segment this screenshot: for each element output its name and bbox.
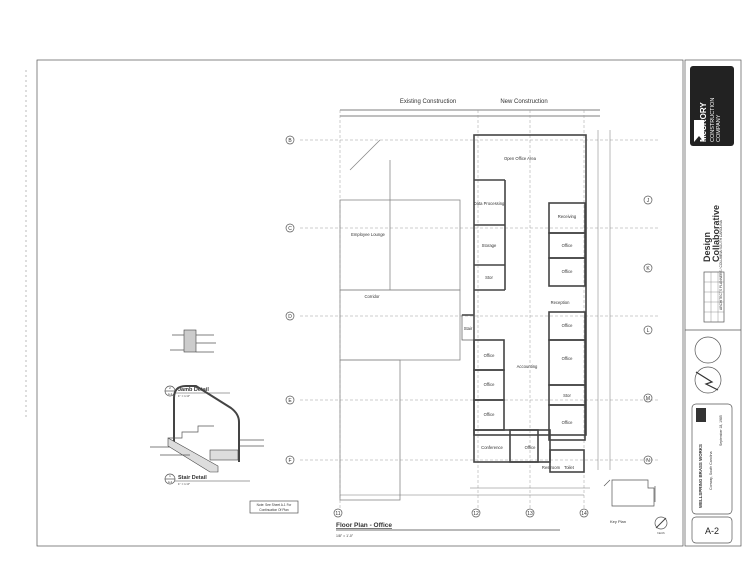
room-office: Office [484, 353, 496, 358]
room-toilet: Toilet [564, 465, 575, 470]
seal-1 [694, 336, 722, 364]
svg-text:Continuation Of Plan: Continuation Of Plan [259, 508, 289, 512]
grid-bubbles-left: B C D E F [285, 135, 295, 465]
svg-text:1" = 1'-0": 1" = 1'-0" [178, 394, 190, 398]
existing-walls [339, 139, 461, 501]
svg-text:2: 2 [169, 386, 171, 390]
new-walls [461, 134, 587, 473]
svg-text:13: 13 [527, 511, 533, 517]
room-office: Office [484, 382, 496, 387]
sheet-border [36, 59, 684, 547]
room-stor: Stor [485, 275, 493, 280]
room-restroom: Restroom [542, 465, 561, 470]
sheet-number: A-2 [705, 526, 719, 536]
title-block: McCRORY CONSTRUCTION COMPANY Design Coll… [685, 66, 741, 544]
architect-name: Design [702, 232, 712, 262]
title-block-frame [684, 59, 742, 547]
architect-subtitle: ARCHITECTS PLANNERS / COLUMBIA SOUTH CAR… [719, 219, 723, 310]
stair-detail: 1 A-2 Stair Detail 1" = 1'-0" [150, 385, 264, 486]
new-construction-label: New Construction [500, 99, 547, 105]
svg-text:COMPANY: COMPANY [716, 114, 722, 142]
svg-text:North: North [657, 531, 665, 535]
room-office: Office [562, 243, 574, 248]
svg-text:1" = 1'-0": 1" = 1'-0" [178, 482, 190, 486]
project-name: WELLSPRING BRASS WORKS [698, 444, 703, 508]
room-data-processing: Data Processing [474, 201, 505, 206]
svg-text:CONSTRUCTION: CONSTRUCTION [710, 98, 716, 142]
svg-text:Note: See Sheet A-1 For: Note: See Sheet A-1 For [257, 503, 293, 507]
svg-text:D: D [288, 314, 292, 320]
svg-text:L: L [647, 328, 650, 334]
jamb-detail-title: Jamb Detail [178, 387, 209, 393]
grid-bubbles-bottom: 11 12 13 14 [333, 508, 589, 518]
drawing-date: September 18, 1985 [719, 415, 723, 446]
north-arrow-icon [654, 516, 668, 530]
jamb-detail: 2 A-2 Jamb Detail 1" = 1'-0" [164, 329, 230, 398]
svg-text:A-2: A-2 [168, 392, 173, 396]
svg-text:N: N [646, 458, 650, 464]
room-accounting: Accounting [517, 364, 538, 369]
plan-scale: 1/8" = 1'-0" [336, 534, 354, 538]
room-office: Office [562, 269, 574, 274]
seal-2 [694, 366, 722, 394]
room-office: Office [562, 323, 574, 328]
svg-text:1: 1 [169, 474, 171, 478]
svg-text:11: 11 [335, 511, 340, 517]
dimension-lines [340, 130, 611, 496]
svg-text:A-2: A-2 [168, 480, 173, 484]
room-office: Office [484, 412, 496, 417]
room-storage: Storage [482, 243, 497, 248]
svg-text:12: 12 [473, 511, 479, 517]
grid-bubbles-right: J K L M N [643, 195, 653, 465]
svg-text:K: K [646, 266, 650, 272]
room-open-office-area: Open Office Area [504, 156, 537, 161]
room-corridor: Corridor [364, 294, 380, 299]
room-labels: Open Office Area Data Processing Storage… [351, 156, 577, 470]
room-office: Office [562, 356, 574, 361]
svg-text:C: C [288, 226, 292, 232]
room-stair: Stair [464, 326, 473, 331]
svg-text:B: B [288, 138, 292, 144]
svg-text:Key Plan: Key Plan [610, 519, 626, 524]
room-stor: Stor [563, 393, 571, 398]
room-reception: Reception [551, 300, 571, 305]
svg-text:J: J [647, 198, 650, 204]
stair-detail-title: Stair Detail [178, 475, 207, 481]
svg-text:F: F [288, 458, 291, 464]
room-office: Office [525, 445, 537, 450]
svg-text:Collaborative: Collaborative [711, 205, 721, 262]
svg-text:14: 14 [581, 511, 587, 517]
room-receiving: Receiving [558, 214, 577, 219]
note-box [249, 500, 299, 514]
grid-lines [300, 110, 660, 510]
project-location: Conway, South Carolina [709, 452, 713, 491]
svg-text:E: E [288, 398, 292, 404]
room-employee-lounge: Employee Lounge [351, 232, 385, 237]
svg-text:M: M [646, 396, 650, 402]
room-conference: Conference [481, 445, 503, 450]
room-office: Office [562, 420, 574, 425]
plan-title: Floor Plan - Office [336, 522, 392, 529]
existing-construction-label: Existing Construction [400, 99, 456, 105]
key-plan: Key Plan [603, 479, 656, 524]
